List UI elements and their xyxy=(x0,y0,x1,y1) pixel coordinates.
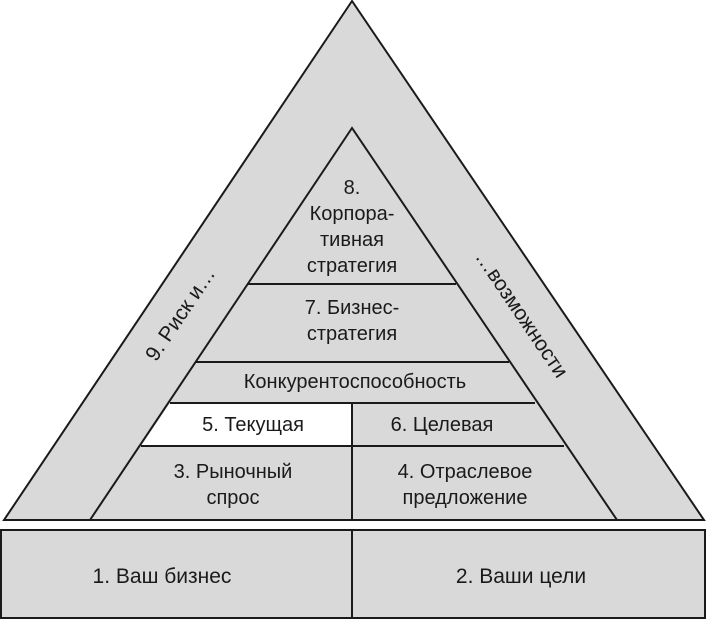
supply-line2: предложение xyxy=(403,487,528,509)
target-label: 6. Целевая xyxy=(391,414,494,436)
competitiveness-label: Конкурентоспособность xyxy=(244,371,466,393)
level8-line3: тивная xyxy=(320,229,384,251)
demand-line1: 3. Рыночный xyxy=(174,461,293,483)
level8-line4: стратегия xyxy=(307,255,397,277)
supply-line1: 4. Отраслевое xyxy=(398,461,533,483)
level8-line1: 8. xyxy=(344,177,361,199)
base-right-label: 2. Ваши цели xyxy=(456,565,586,588)
base-left-label: 1. Ваш бизнес xyxy=(93,565,232,588)
demand-line2: спрос xyxy=(206,487,259,509)
level8-line2: Корпора- xyxy=(310,203,395,225)
current-label: 5. Текущая xyxy=(202,414,304,436)
current-cell xyxy=(141,403,352,446)
level7-line1: 7. Бизнес- xyxy=(305,297,400,319)
level7-line2: стратегия xyxy=(307,323,397,345)
